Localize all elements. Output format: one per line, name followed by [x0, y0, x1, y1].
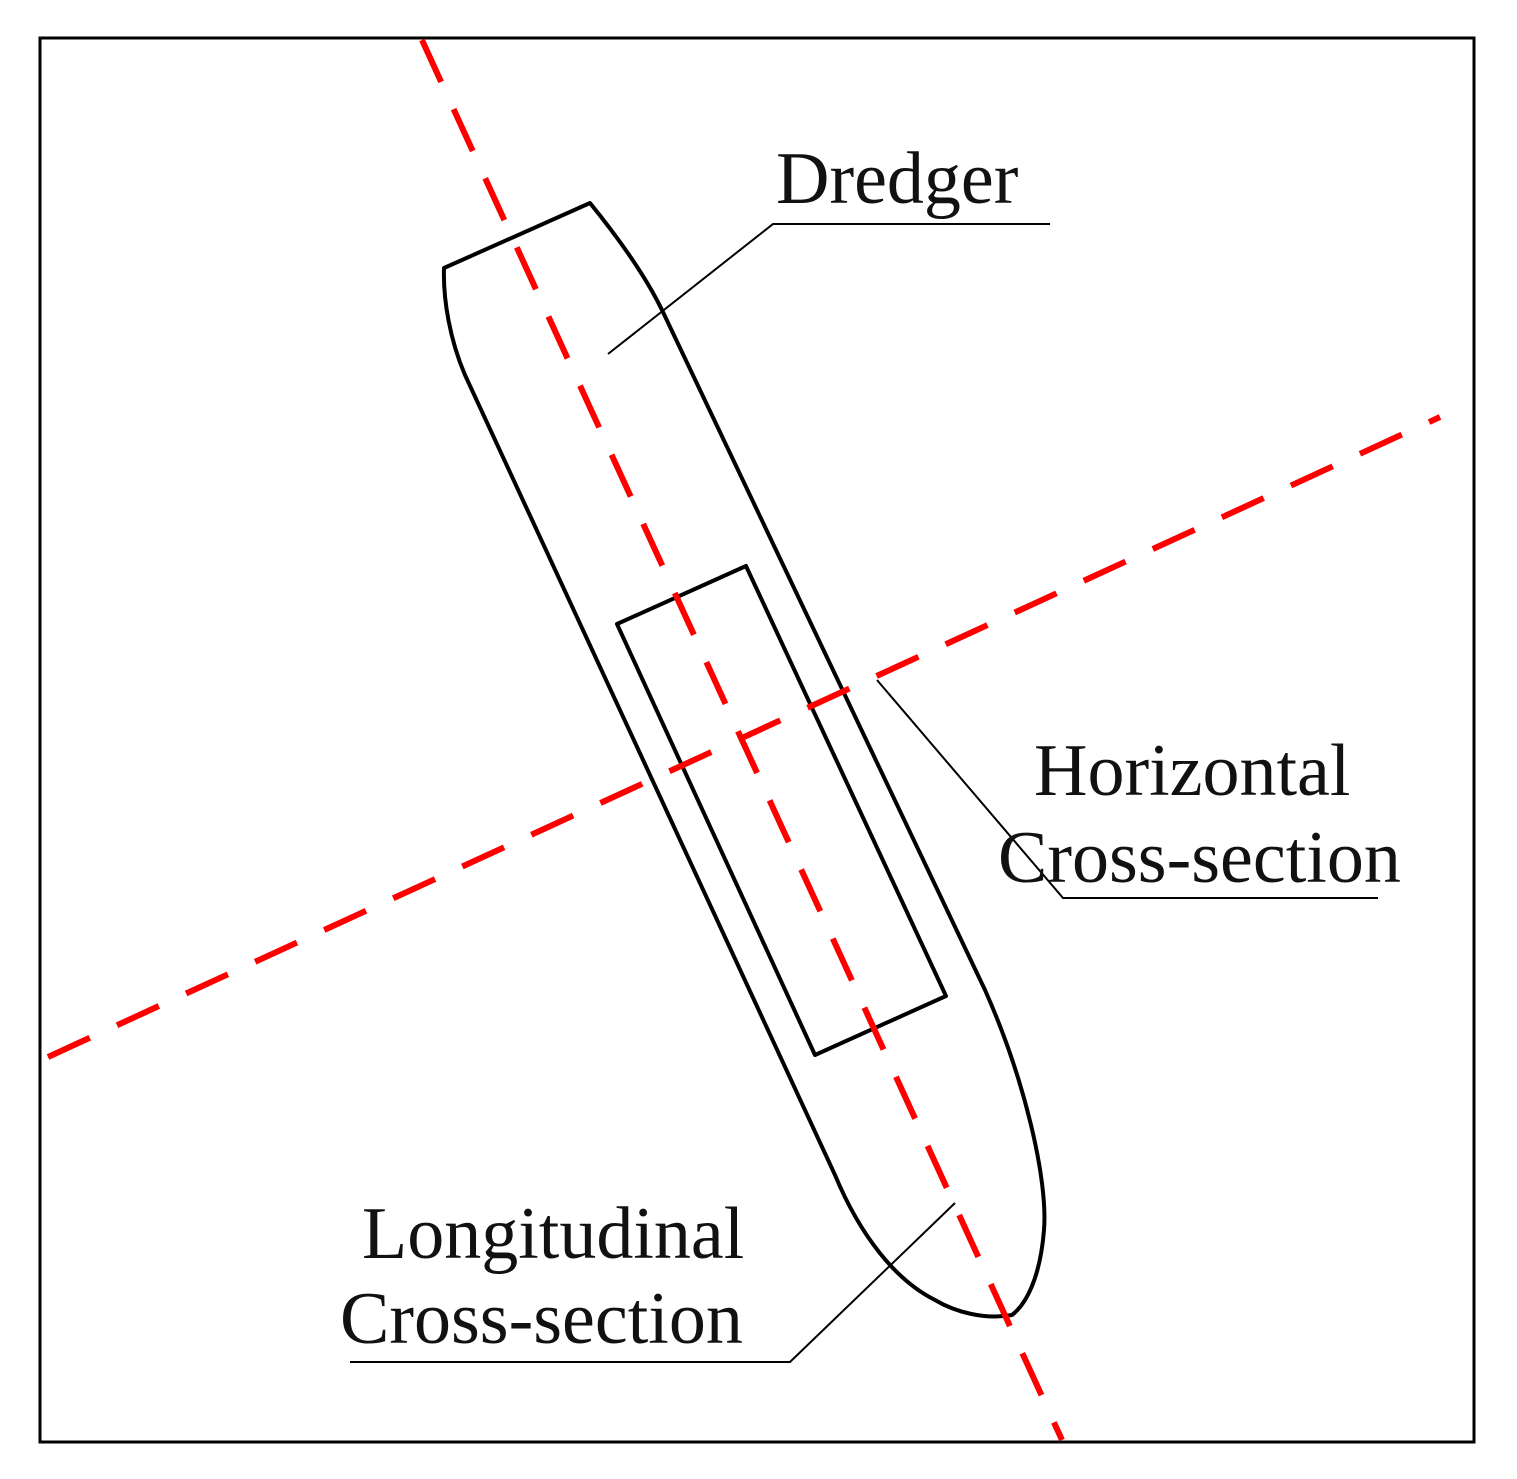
- dredger-hull: [441, 201, 1047, 1319]
- dredger-hopper: [615, 564, 948, 1057]
- horizontal-section-line: [46, 414, 1442, 1060]
- dredger-leader: [607, 223, 1050, 355]
- horizontal-section-label-line2: Cross-section: [998, 817, 1401, 899]
- horizontal-section-leader: [876, 679, 1378, 899]
- horizontal-section-label-line1: Horizontal: [1034, 730, 1350, 812]
- longitudinal-section-label-line1: Longitudinal: [362, 1193, 744, 1275]
- longitudinal-section-label-line2: Cross-section: [340, 1278, 743, 1360]
- diagram-frame: [38, 36, 1476, 1444]
- dredger-label: Dredger: [776, 138, 1018, 220]
- longitudinal-section-leader: [350, 1202, 956, 1363]
